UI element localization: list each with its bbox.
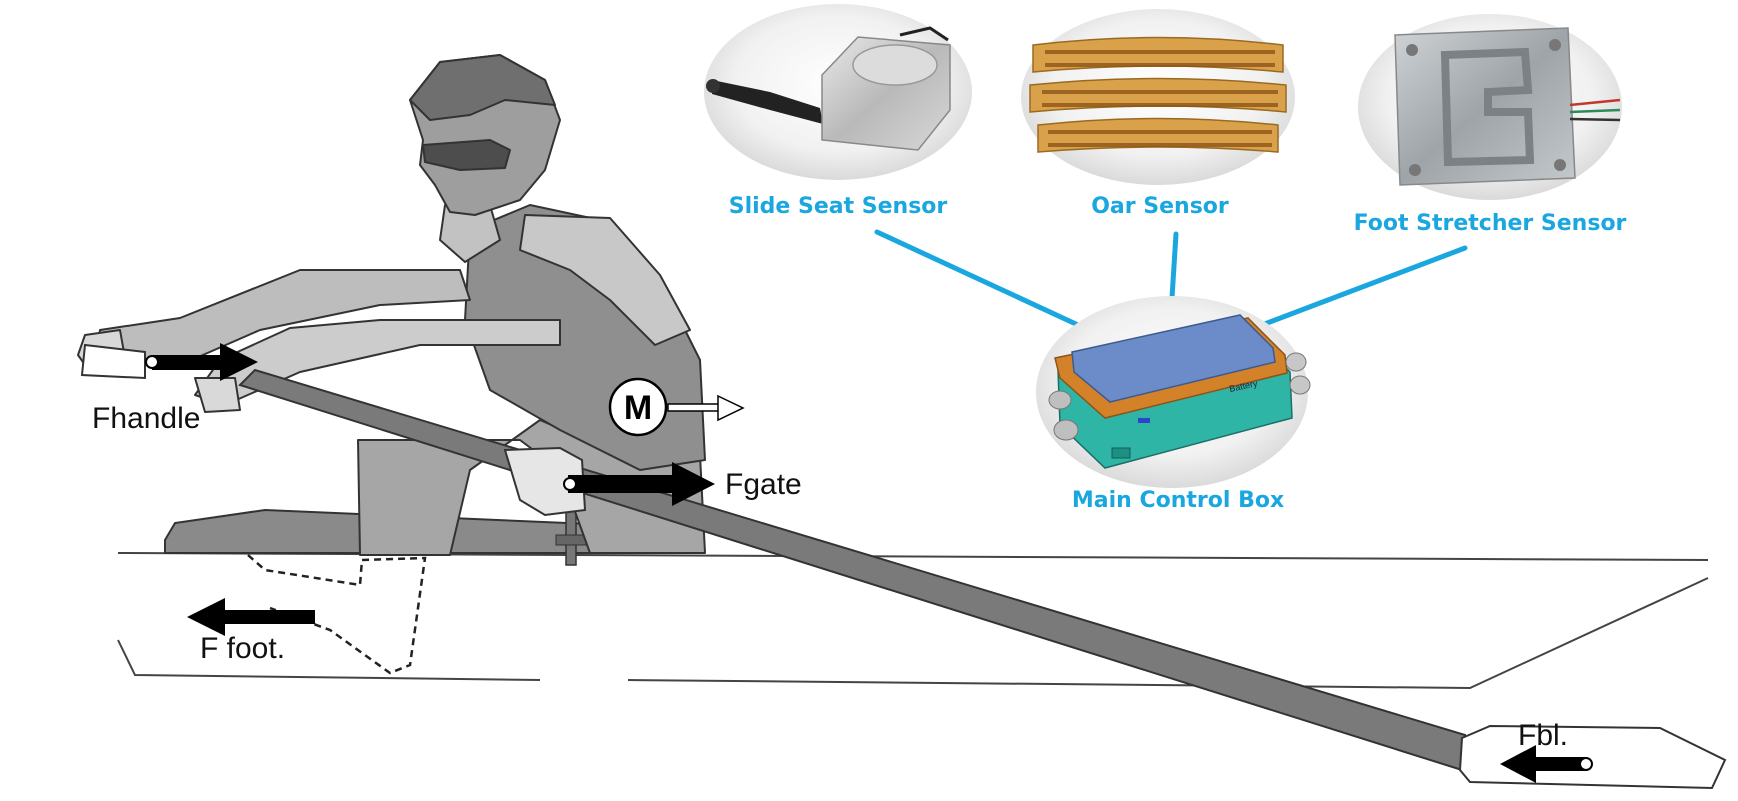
oar-handle-grip (80, 343, 146, 380)
label-fhandle: Fhandle (92, 402, 200, 435)
slide-seat-sensor-image (704, 4, 972, 180)
box-port-1 (1053, 419, 1079, 441)
mass-marker (608, 377, 745, 437)
box-lid (1071, 314, 1276, 403)
box-usb-port (1111, 447, 1131, 459)
hull-right-line (627, 577, 1709, 690)
force-arrows (145, 343, 1593, 783)
connector-foot-stretcher (1259, 245, 1468, 328)
slide-seat-cable (712, 80, 823, 124)
foot-stretcher-outline (247, 554, 427, 675)
connector-slide-seat (874, 229, 1081, 328)
caption-foot-stretcher-sensor: Foot Stretcher Sensor (1354, 211, 1627, 236)
rower-shoulder (519, 214, 691, 346)
force-arrow-handle (145, 343, 258, 381)
load-cell-slot (1440, 47, 1535, 167)
rigger-nut-bottom (555, 534, 587, 546)
rower-glasses (422, 139, 511, 171)
caption-oar-sensor: Oar Sensor (1091, 194, 1229, 219)
label-ffoot: F foot. (200, 632, 285, 665)
hull-left-line (117, 639, 541, 681)
label-fblade: Fbl. (1518, 719, 1568, 752)
slide-seat-wire (899, 26, 949, 42)
label-fgate: Fgate (725, 468, 802, 501)
gunwale-line (117, 552, 1709, 561)
box-led (1138, 418, 1150, 423)
rower-hand-right (194, 377, 241, 413)
rower-hair (409, 54, 556, 121)
oar-blade (1458, 724, 1727, 790)
box-port-4 (1289, 375, 1311, 395)
oar-sensor-image (1021, 9, 1295, 185)
force-arrow-blade (1500, 745, 1593, 783)
main-control-box-image: Battery (1036, 296, 1311, 488)
caption-slide-seat-sensor: Slide Seat Sensor (729, 194, 948, 219)
slide-seat-cap (852, 44, 938, 86)
connector-oar (1169, 231, 1179, 301)
slide-seat-cable-tip (706, 79, 720, 93)
box-port-2 (1048, 390, 1072, 410)
force-arrow-foot (187, 598, 315, 636)
oar (80, 343, 1727, 790)
foot-stretcher-sensor-image (1358, 14, 1622, 200)
caption-main-control-box: Main Control Box (1072, 488, 1284, 513)
label-mass: M (624, 389, 652, 427)
connector-lines (874, 229, 1468, 328)
force-arrow-gate (563, 462, 715, 506)
box-port-3 (1285, 352, 1307, 372)
oarlock (503, 446, 587, 517)
